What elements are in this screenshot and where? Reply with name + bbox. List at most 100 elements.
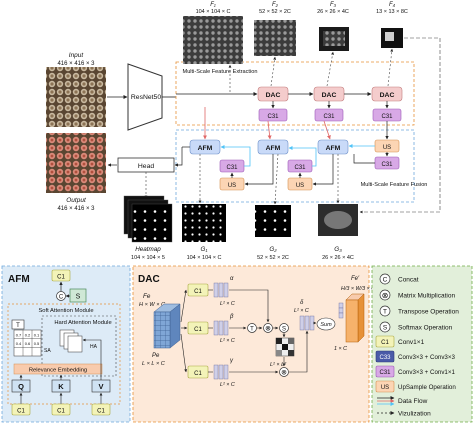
svg-text:C1: C1 — [17, 409, 25, 415]
f4-label: F₄ — [389, 2, 396, 8]
fe-out-dims: H/3 × W/3 × C — [341, 286, 375, 292]
feature-fusion-label: Multi-Scale Feature Fusion — [361, 182, 428, 188]
svg-text:T: T — [16, 323, 20, 329]
delta-stack — [300, 316, 314, 330]
svg-text:⊗: ⊗ — [382, 291, 389, 300]
svg-text:DAC: DAC — [322, 92, 337, 99]
afm-panel-title: AFM — [8, 274, 30, 285]
svg-text:US: US — [381, 385, 389, 391]
svg-text:Concat: Concat — [398, 277, 419, 284]
alpha-label: α — [230, 276, 234, 282]
heatmap-image — [132, 204, 172, 242]
input-size: 416 × 416 × 3 — [57, 61, 95, 67]
viz-line-f2 — [271, 57, 275, 86]
viz-line-f3 — [327, 52, 333, 86]
output-image — [46, 133, 106, 193]
fe-out-label: Fe′ — [351, 276, 360, 282]
svg-text:Sum: Sum — [320, 322, 332, 328]
sum-dims: 1 × C — [334, 346, 347, 352]
svg-text:C1: C1 — [57, 275, 65, 281]
output-size: 416 × 416 × 3 — [57, 206, 95, 212]
svg-text:S: S — [282, 326, 286, 332]
g1-label: G₁ — [201, 246, 208, 253]
soft-attention-label: Soft Attention Module — [38, 308, 93, 314]
svg-text:C31: C31 — [323, 114, 335, 120]
f4-size: 13 × 13 × 8C — [376, 9, 408, 15]
svg-text:C1: C1 — [381, 340, 389, 346]
head-label: Head — [138, 163, 154, 170]
output-label: Output — [66, 197, 87, 204]
attention-matrix — [276, 338, 294, 356]
g3-label: G₃ — [334, 246, 342, 253]
beta-stack — [214, 321, 228, 335]
svg-text:C: C — [59, 294, 64, 300]
svg-text:UpSample Operation: UpSample Operation — [398, 384, 456, 391]
relevance-embedding-label: Relevance Embedding — [29, 368, 87, 374]
svg-text:Data Flow: Data Flow — [398, 398, 428, 405]
g1-size: 104 × 104 × C — [187, 255, 222, 261]
ha-label: HA — [90, 344, 98, 350]
svg-text:C31: C31 — [381, 114, 393, 120]
beta-dims: L² × C — [220, 338, 235, 344]
svg-text:0.5: 0.5 — [34, 341, 40, 346]
svg-text:C1: C1 — [57, 409, 65, 415]
svg-text:C31: C31 — [226, 165, 238, 171]
svg-text:C: C — [383, 277, 388, 284]
sum-vector — [339, 303, 343, 318]
svg-text:T: T — [250, 326, 254, 332]
svg-text:0.1: 0.1 — [34, 333, 40, 338]
dac-panel-title: DAC — [138, 274, 160, 285]
svg-text:US: US — [228, 183, 236, 189]
svg-text:Matrix Multiplication: Matrix Multiplication — [398, 293, 455, 300]
f1-size: 104 × 104 × C — [196, 9, 231, 15]
f2-label: F₂ — [272, 2, 279, 8]
input-image — [46, 67, 106, 127]
svg-text:0.4: 0.4 — [16, 341, 22, 346]
backbone-label: ResNet50 — [131, 94, 161, 101]
svg-text:US: US — [296, 183, 304, 189]
svg-text:C31: C31 — [267, 114, 279, 120]
relevance-matrix: 0.7 0.2 0.1 0.4 0.6 0.5 — [14, 330, 41, 356]
svg-text:V: V — [98, 382, 103, 391]
svg-text:Conv1×1: Conv1×1 — [398, 339, 425, 346]
sa-label: SA — [44, 348, 51, 354]
svg-text:C1: C1 — [194, 327, 202, 333]
red-arrow-3 — [324, 121, 330, 139]
svg-text:Vizulization: Vizulization — [398, 411, 431, 418]
g3-size: 26 × 26 × 4C — [322, 255, 354, 261]
svg-text:S: S — [383, 325, 388, 332]
beta-label: β — [229, 314, 234, 320]
svg-text:Conv3×3 + Conv3×3: Conv3×3 + Conv3×3 — [398, 354, 455, 361]
feature-extraction-label: Multi-Scale Feature Extraction — [183, 69, 258, 75]
svg-text:Softmax Operation: Softmax Operation — [398, 325, 453, 332]
heatmap-label: Heatmap — [135, 246, 161, 253]
gamma-stack — [214, 365, 228, 379]
svg-text:US: US — [383, 145, 391, 151]
hard-attention-label: Hard Attention Module — [54, 320, 111, 326]
heatmap-size: 104 × 104 × 5 — [131, 255, 165, 261]
pe-label: Pe — [152, 353, 160, 359]
f2-size: 52 × 52 × 2C — [259, 9, 291, 15]
svg-text:C33: C33 — [379, 355, 391, 361]
viz-line-f4 — [388, 49, 392, 86]
g1-map — [182, 204, 226, 242]
svg-text:C31: C31 — [379, 370, 391, 376]
svg-text:AFM: AFM — [198, 145, 213, 152]
svg-text:0.7: 0.7 — [16, 333, 22, 338]
svg-text:DAC: DAC — [266, 92, 281, 99]
svg-text:Transpose Operation: Transpose Operation — [398, 309, 459, 316]
svg-text:0.2: 0.2 — [25, 333, 31, 338]
input-label: Input — [69, 52, 85, 59]
svg-text:Conv3×3 + Conv1×1: Conv3×3 + Conv1×1 — [398, 369, 455, 376]
pe-dims: L × L × C — [142, 361, 166, 367]
f3-label: F₃ — [330, 2, 337, 8]
svg-text:Q: Q — [18, 382, 24, 391]
fe-label: Fe — [143, 293, 151, 300]
alpha-dims: L² × C — [220, 301, 235, 307]
f1-feature-map — [183, 16, 243, 64]
svg-text:0.6: 0.6 — [25, 341, 31, 346]
svg-text:C1: C1 — [194, 371, 202, 377]
svg-text:S: S — [76, 294, 81, 301]
g2-size: 52 × 52 × 2C — [257, 255, 289, 261]
